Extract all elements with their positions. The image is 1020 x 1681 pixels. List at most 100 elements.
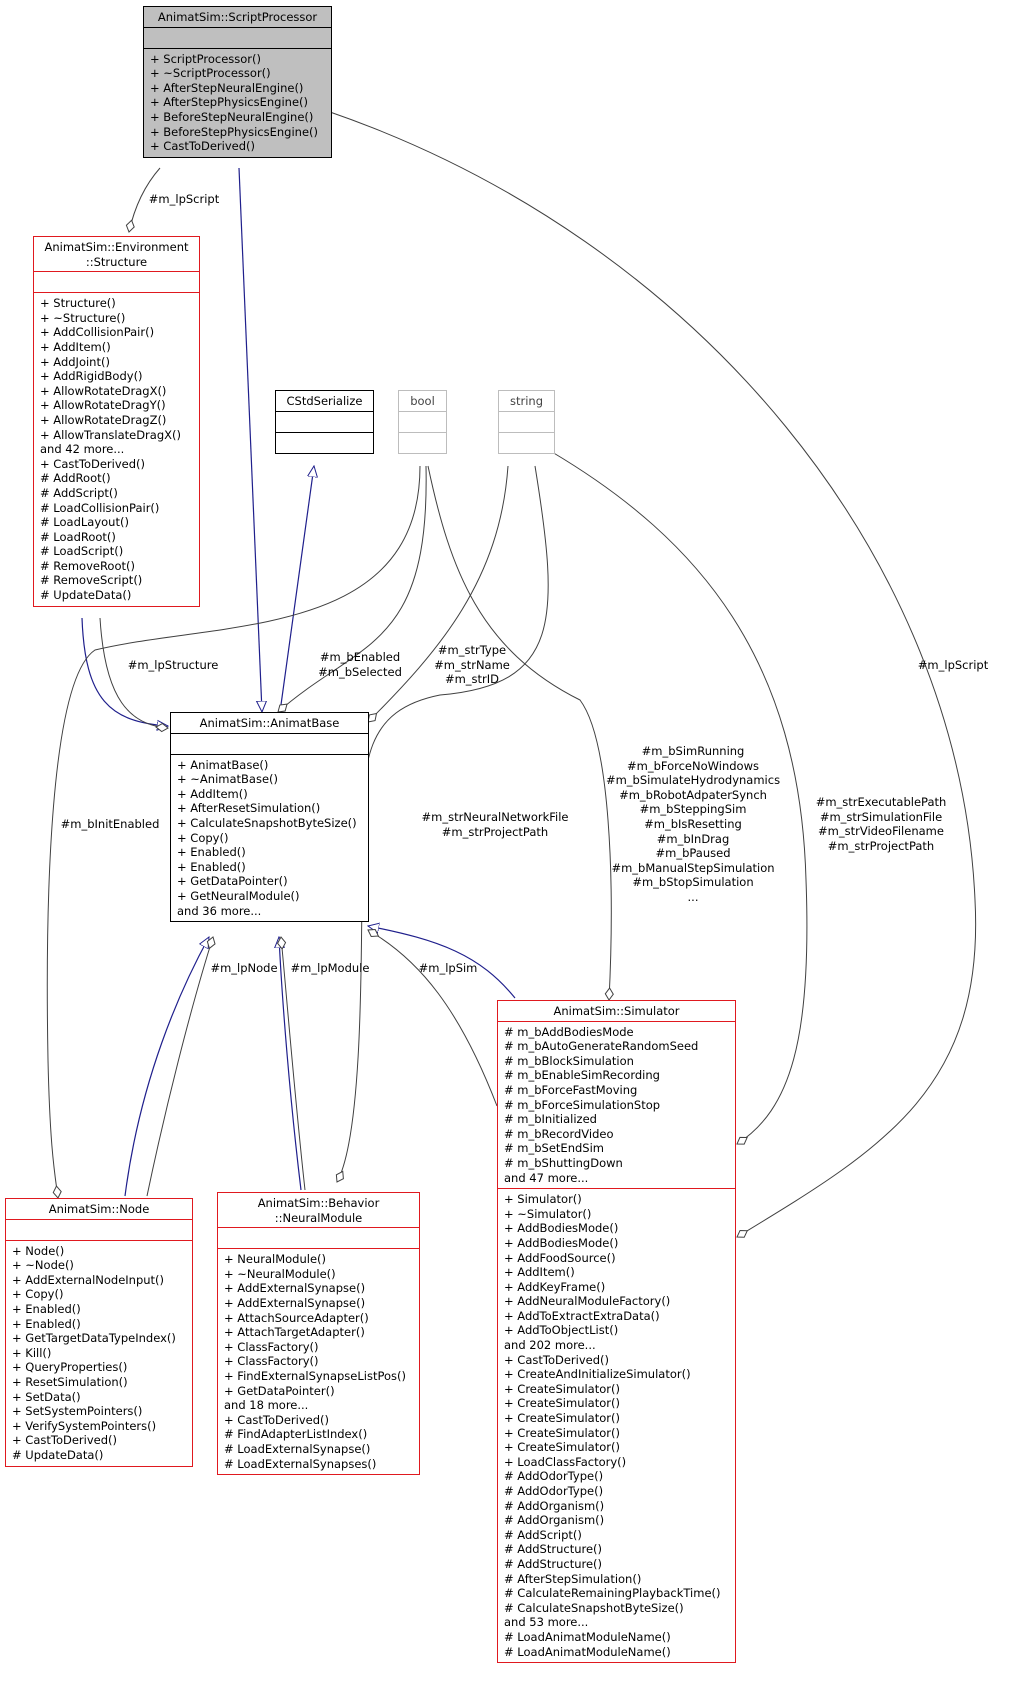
edge-label-m-lpscript-right: #m_lpScript <box>918 658 988 673</box>
class-title: AnimatSim::Node <box>48 1202 150 1216</box>
class-neuralmodule[interactable]: AnimatSim::Behavior ::NeuralModule + Neu… <box>217 1192 420 1476</box>
edge-m-simflags <box>427 465 614 1001</box>
edge-label-line: #m_bSimRunning <box>641 744 745 758</box>
edge-m-lpscript-top <box>125 167 161 233</box>
class-member: # LoadExternalSynapses() <box>224 1456 377 1471</box>
class-member: # LoadRoot() <box>40 529 116 544</box>
edge-label-m-strexecutablepath: #m_strExecutablePath#m_strSimulationFile… <box>816 795 947 853</box>
class-member: # AddStructure() <box>504 1556 603 1571</box>
class-member: + CreateSimulator() <box>504 1381 620 1396</box>
class-member: # AddOrganism() <box>504 1498 605 1513</box>
class-member: + AllowRotateDragY() <box>40 398 166 413</box>
class-attributes <box>399 410 446 432</box>
edge-label-line: #m_lpScript <box>917 658 989 672</box>
class-member: + AddExternalSynapse() <box>224 1281 366 1296</box>
class-member: + AfterResetSimulation() <box>177 801 321 816</box>
class-member: # m_bInitialized <box>504 1112 597 1127</box>
class-member: # AddOrganism() <box>504 1513 605 1528</box>
class-structure[interactable]: AnimatSim::Environment ::Structure + Str… <box>33 236 200 607</box>
edge-m-strexecutablepath <box>551 451 808 1145</box>
class-methods: + NeuralModule()+ ~NeuralModule()+ AddEx… <box>218 1248 419 1474</box>
class-member: + ClassFactory() <box>224 1354 319 1369</box>
edge-m-lpsim <box>367 929 498 1107</box>
class-attributes <box>171 732 368 754</box>
class-member: and 47 more... <box>504 1170 589 1185</box>
class-member: + Enabled() <box>12 1301 81 1316</box>
edge-simulator-animatbase <box>368 926 516 999</box>
class-bool[interactable]: bool <box>398 390 447 454</box>
edge-label-m-lpnode: #m_lpNode <box>210 961 277 976</box>
edge-label-line: #m_strType <box>437 643 507 657</box>
class-member: + AddToExtractExtraData() <box>504 1308 660 1323</box>
class-simulator[interactable]: AnimatSim::Simulator # m_bAddBodiesMode#… <box>497 1000 736 1664</box>
edge-label-line: #m_bSteppingSim <box>639 802 747 817</box>
class-member: # LoadExternalSynapse() <box>224 1441 371 1456</box>
class-member: + Enabled() <box>12 1316 81 1331</box>
class-title: AnimatSim::AnimatBase <box>199 716 340 730</box>
class-member: # LoadAnimatModuleName() <box>504 1644 671 1659</box>
edge-label-line: #m_strNeuralNetworkFile <box>421 810 569 824</box>
class-member: and 202 more... <box>504 1338 596 1353</box>
edge-m-strtype <box>367 465 509 723</box>
class-member: + NeuralModule() <box>224 1252 327 1267</box>
class-member: + Copy() <box>12 1287 64 1302</box>
class-member: + CreateSimulator() <box>504 1411 620 1426</box>
edge-label-m-lpscript-top: #m_lpScript <box>149 192 219 207</box>
edge-label-line: #m_lpNode <box>210 961 278 975</box>
class-member: # LoadLayout() <box>40 515 129 530</box>
class-member: + BeforeStepNeuralEngine() <box>150 109 314 124</box>
class-member: # m_bForceSimulationStop <box>504 1097 661 1112</box>
class-methods <box>499 431 554 453</box>
edge-label-line: #m_bSimulateHydrodynamics <box>605 773 781 788</box>
class-member: + Simulator() <box>504 1192 582 1207</box>
class-member: + ResetSimulation() <box>12 1374 128 1389</box>
edge-m-lpstructure <box>99 617 169 733</box>
class-member: # m_bBlockSimulation <box>504 1053 634 1068</box>
edge-label-line: #m_lpModule <box>290 961 370 975</box>
class-animatbase[interactable]: AnimatSim::AnimatBase + AnimatBase()+ ~A… <box>170 712 369 923</box>
edge-label-m-lpmodule: #m_lpModule <box>291 961 370 976</box>
class-attributes <box>6 1218 192 1240</box>
class-member: + ~NeuralModule() <box>224 1266 336 1281</box>
class-member: + CastToDerived() <box>12 1433 117 1448</box>
class-member: # AddOdorType() <box>504 1469 604 1484</box>
class-member: + ~Structure() <box>40 310 126 325</box>
edge-label-line: #m_strProjectPath <box>441 824 549 839</box>
class-title: AnimatSim::ScriptProcessor <box>157 10 318 24</box>
edge-label-line: #m_bIsResetting <box>644 816 742 831</box>
class-member: + AddToObjectList() <box>504 1323 619 1338</box>
class-member: + AllowRotateDragZ() <box>40 412 167 427</box>
class-member: # AddRoot() <box>40 471 111 486</box>
class-member: + Node() <box>12 1243 65 1258</box>
class-methods: + ScriptProcessor()+ ~ScriptProcessor()+… <box>144 47 331 157</box>
class-member: + AfterStepPhysicsEngine() <box>150 95 309 110</box>
class-cstdserialize[interactable]: CStdSerialize <box>275 390 374 454</box>
class-string[interactable]: string <box>498 390 555 454</box>
edge-label-line: #m_strSimulationFile <box>819 809 943 824</box>
class-member: + AddJoint() <box>40 354 110 369</box>
edge-label-m-strneuralnetworkfile: #m_strNeuralNetworkFile#m_strProjectPath <box>421 810 568 839</box>
class-member: + GetTargetDataTypeIndex() <box>12 1331 176 1346</box>
class-title: AnimatSim::Simulator <box>553 1004 680 1018</box>
class-member: + LoadClassFactory() <box>504 1454 627 1469</box>
edge-label-line: #m_bManualStepSimulation <box>611 860 775 875</box>
edge-label-line: #m_bEnabled <box>319 650 401 664</box>
class-member: # m_bSetEndSim <box>504 1141 604 1156</box>
class-member: + AddExternalNodeInput() <box>12 1272 165 1287</box>
class-member: + AddNeuralModuleFactory() <box>504 1294 671 1309</box>
class-member: + AddExternalSynapse() <box>224 1295 366 1310</box>
class-scriptprocessor[interactable]: AnimatSim::ScriptProcessor + ScriptProce… <box>143 6 332 158</box>
class-member: + ScriptProcessor() <box>150 51 262 66</box>
class-member: # m_bShuttingDown <box>504 1155 623 1170</box>
class-attributes <box>276 410 373 432</box>
class-node[interactable]: AnimatSim::Node + Node()+ ~Node()+ AddEx… <box>5 1198 193 1467</box>
class-member: + FindExternalSynapseListPos() <box>224 1368 407 1383</box>
class-methods: + Node()+ ~Node()+ AddExternalNodeInput(… <box>6 1239 192 1466</box>
class-methods: + AnimatBase()+ ~AnimatBase()+ AddItem()… <box>171 753 368 922</box>
class-member: + AllowTranslateDragX() <box>40 427 181 442</box>
class-member: + SetData() <box>12 1389 81 1404</box>
edge-label-line: #m_lpSim <box>418 961 478 975</box>
edge-m-lpmodule <box>276 936 306 1191</box>
class-member: + AddFoodSource() <box>504 1250 616 1265</box>
class-member: # CalculateSnapshotByteSize() <box>504 1600 684 1615</box>
